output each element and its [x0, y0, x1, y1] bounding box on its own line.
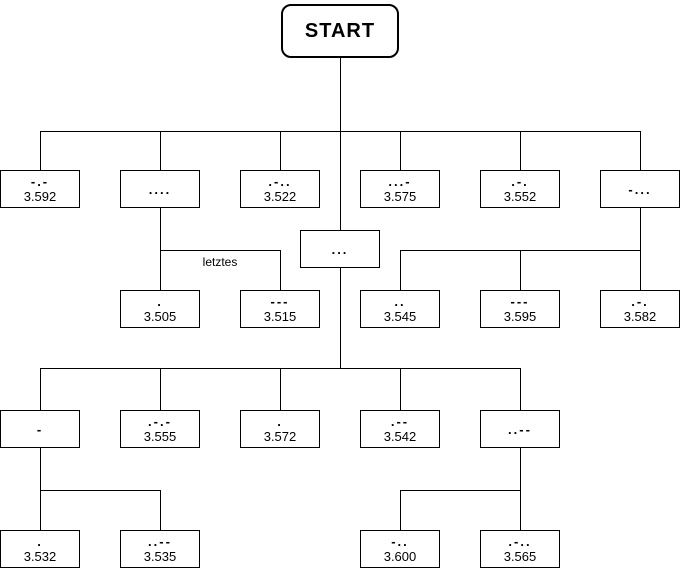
node-r1c5: .-. 3.552: [480, 170, 560, 208]
node-r2c: .-. 3.582: [600, 290, 680, 328]
node-mid: ...: [300, 230, 380, 268]
connector-line: [400, 250, 401, 290]
connector-line: [640, 131, 641, 170]
connector-line: [160, 250, 281, 251]
morse-code: -: [36, 421, 44, 437]
node-start: START: [281, 4, 399, 58]
connector-line: [160, 208, 161, 290]
morse-code: .: [37, 534, 43, 549]
node-value: 3.545: [383, 309, 417, 324]
morse-code: .: [277, 414, 283, 429]
node-r1c3: .-.. 3.522: [240, 170, 320, 208]
node-l2b: --- 3.515: [240, 290, 320, 328]
node-r4d: .-.. 3.565: [480, 530, 560, 568]
morse-code: ---: [270, 294, 290, 309]
node-value: 3.582: [623, 309, 657, 324]
node-r3c2: .-.- 3.555: [120, 410, 200, 448]
connector-line: [40, 131, 41, 170]
node-r1c2: ....: [120, 170, 200, 208]
morse-code: -...: [628, 181, 652, 197]
morse-code: .-.: [631, 294, 649, 309]
node-r1c4: ...- 3.575: [360, 170, 440, 208]
morse-code: .-..: [508, 534, 532, 549]
connector-line: [520, 250, 521, 290]
node-value: 3.522: [263, 189, 297, 204]
node-value: 3.592: [23, 189, 57, 204]
connector-line: [160, 131, 161, 170]
morse-code: .--: [390, 414, 410, 429]
node-value: 3.515: [263, 309, 297, 324]
connector-line: [400, 368, 401, 410]
connector-line: [40, 448, 41, 530]
morse-code: ...-: [388, 174, 412, 189]
node-value: 3.555: [143, 429, 177, 444]
morse-code: .-..: [268, 174, 292, 189]
start-label: START: [304, 19, 376, 42]
connector-line: [400, 490, 401, 530]
node-value: 3.552: [503, 189, 537, 204]
node-value: 3.575: [383, 189, 417, 204]
morse-code: .-.: [511, 174, 529, 189]
morse-code: ....: [148, 181, 172, 197]
node-value: 3.532: [23, 549, 57, 564]
node-value: 3.572: [263, 429, 297, 444]
morse-code: .-.-: [148, 414, 172, 429]
node-value: 3.535: [143, 549, 177, 564]
node-r2a: .. 3.545: [360, 290, 440, 328]
connector-line: [160, 490, 161, 530]
node-value: 3.542: [383, 429, 417, 444]
node-r4c: -.. 3.600: [360, 530, 440, 568]
node-value: 3.565: [503, 549, 537, 564]
node-r1c1: -.- 3.592: [0, 170, 80, 208]
node-l2a: . 3.505: [120, 290, 200, 328]
morse-code: ..: [394, 294, 406, 309]
connector-line: [280, 250, 281, 290]
morse-code: -..: [391, 534, 409, 549]
node-r3c3: . 3.572: [240, 410, 320, 448]
connector-line: [340, 268, 341, 368]
connector-line: [160, 368, 161, 410]
connector-line: [640, 208, 641, 290]
morse-code: ..--: [148, 534, 172, 549]
edge-label-letztes: letztes: [188, 255, 252, 269]
connector-line: [280, 368, 281, 410]
node-r3c5: ..--: [480, 410, 560, 448]
connector-line: [40, 131, 641, 132]
node-value: 3.505: [143, 309, 177, 324]
node-r3c4: .-- 3.542: [360, 410, 440, 448]
connector-line: [400, 131, 401, 170]
morse-code: .: [157, 294, 163, 309]
node-r4a: . 3.532: [0, 530, 80, 568]
connector-line: [40, 490, 161, 491]
node-value: 3.595: [503, 309, 537, 324]
node-r3c1: -: [0, 410, 80, 448]
connector-line: [340, 58, 341, 230]
connector-line: [520, 131, 521, 170]
connector-line: [520, 368, 521, 410]
node-r1c6: -...: [600, 170, 680, 208]
connector-line: [280, 131, 281, 170]
morse-code: ..--: [508, 421, 532, 437]
node-r2b: --- 3.595: [480, 290, 560, 328]
connector-line: [40, 368, 41, 410]
connector-line: [520, 448, 521, 530]
node-value: 3.600: [383, 549, 417, 564]
morse-code: ---: [510, 294, 530, 309]
node-r4b: ..-- 3.535: [120, 530, 200, 568]
connector-line: [400, 490, 521, 491]
morse-code: -.-: [30, 174, 50, 189]
morse-code: ...: [331, 241, 349, 257]
